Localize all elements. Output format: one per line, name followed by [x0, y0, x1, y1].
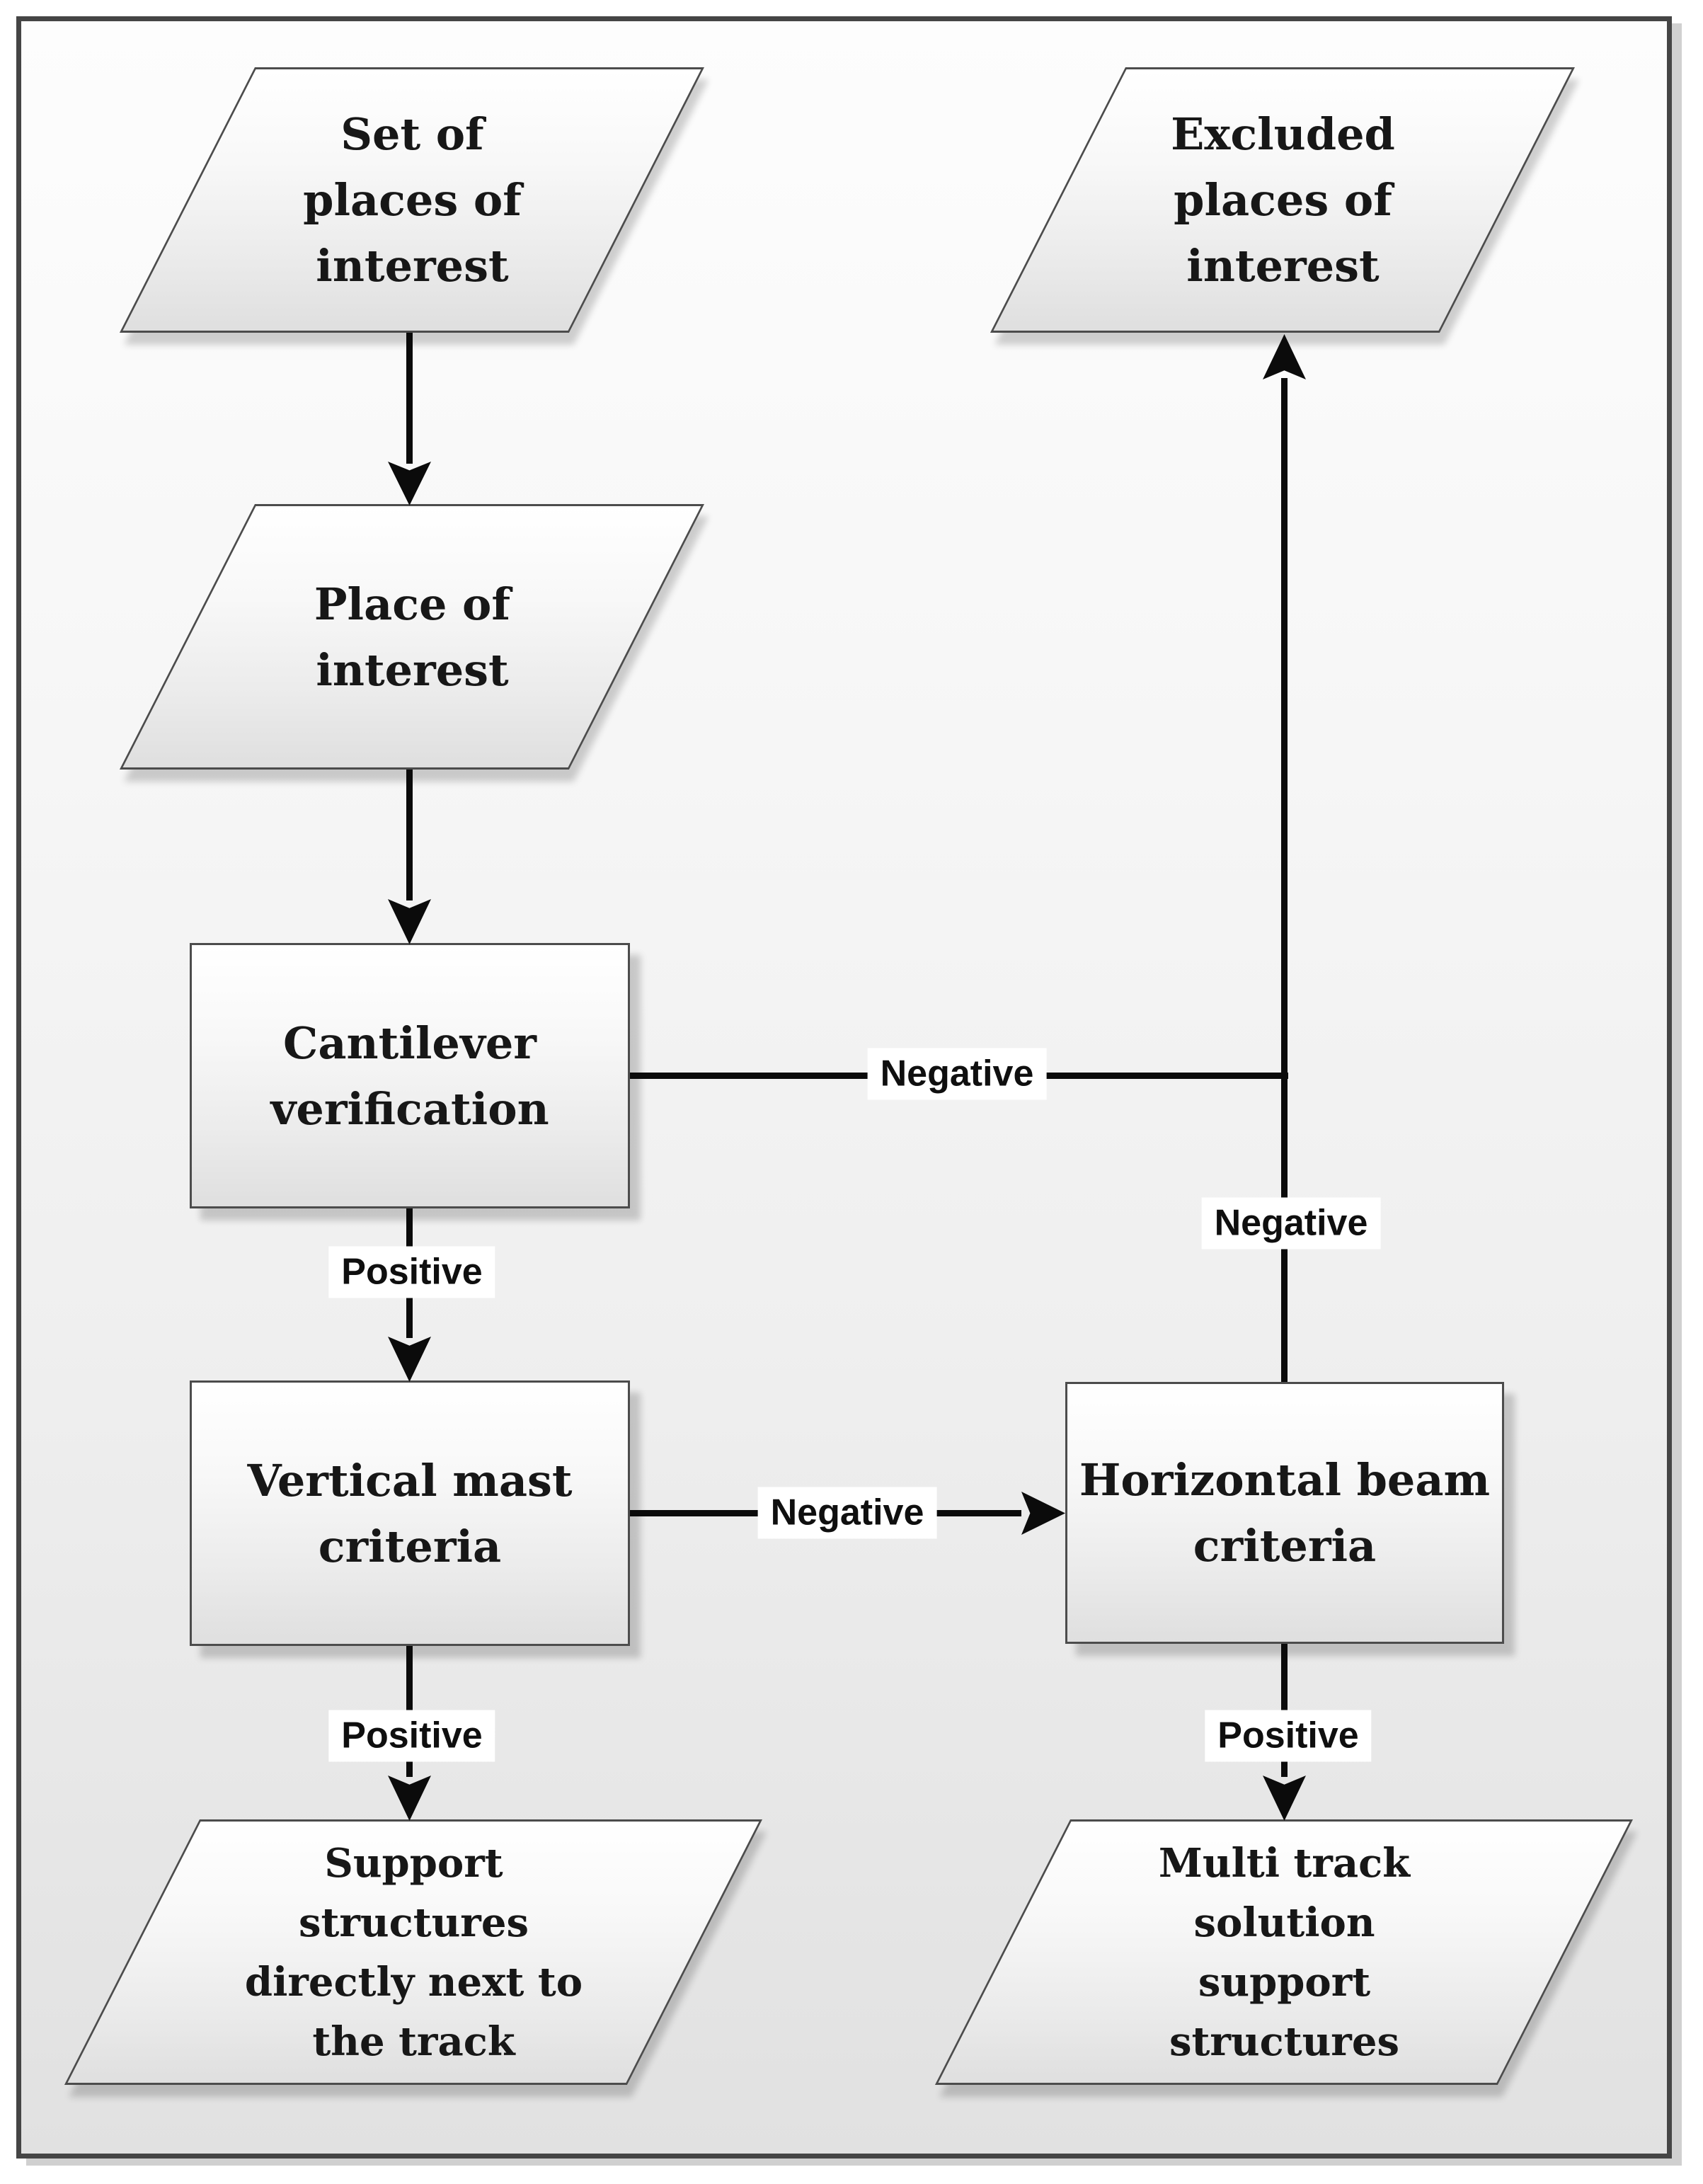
edge-label-negative: Negative — [1201, 1197, 1381, 1250]
edge-label-negative: Negative — [757, 1487, 937, 1539]
edge-set-to-place-line — [406, 333, 413, 464]
node-cantilever-verification-shape — [190, 943, 630, 1208]
edge-place-to-cantilever-line — [406, 770, 413, 901]
edge-label-positive: Positive — [328, 1246, 495, 1298]
edge-horizontal-beam-to-excluded-line — [1281, 378, 1288, 1382]
node-vertical-mast-criteria-shape — [190, 1380, 630, 1646]
node-horizontal-beam-criteria-shape — [1065, 1382, 1504, 1644]
edge-label-positive: Positive — [1205, 1710, 1372, 1762]
edge-label-negative: Negative — [867, 1048, 1047, 1100]
edge-label-positive: Positive — [328, 1710, 495, 1762]
